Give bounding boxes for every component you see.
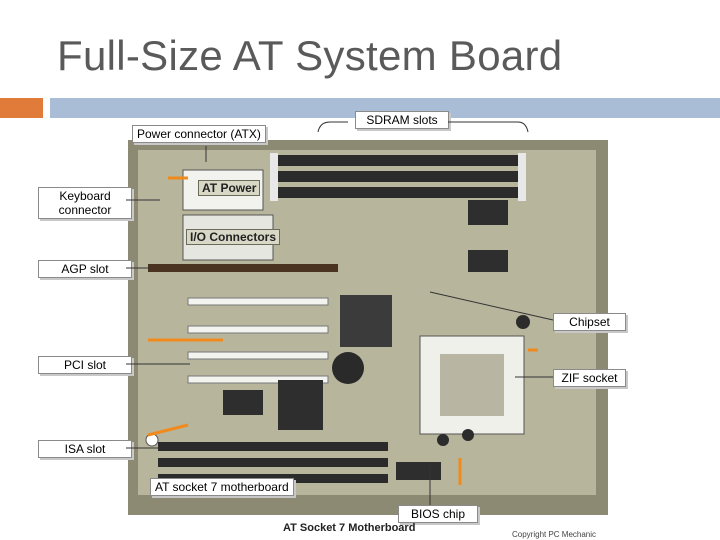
keyboard-connector-callout: Keyboard connector — [38, 187, 132, 219]
motherboard-photo: AT Power I/O Connectors — [128, 140, 608, 515]
sdram-slots-callout: SDRAM slots — [355, 111, 449, 129]
isa-slot-callout: ISA slot — [38, 440, 132, 458]
sdram-slot-graphics — [270, 153, 526, 201]
title-accent-bar-blue — [50, 98, 720, 118]
pci-slot-graphics — [187, 297, 329, 384]
pointer-arrows — [147, 176, 538, 485]
at-socket-7-motherboard-callout: AT socket 7 motherboard — [150, 478, 294, 496]
agp-slot-callout: AGP slot — [38, 260, 132, 278]
battery-graphic — [332, 352, 364, 384]
chipset-graphic — [340, 295, 392, 347]
pci-slot-callout: PCI slot — [38, 356, 132, 374]
power-connector-atx-callout: Power connector (ATX) — [132, 125, 266, 143]
io-connectors-board-label: I/O Connectors — [186, 229, 281, 245]
copyright-text: Copyright PC Mechanic — [512, 530, 597, 539]
zif-socket-callout: ZIF socket — [553, 369, 626, 387]
board-caption: AT Socket 7 Motherboard — [283, 522, 416, 534]
bios-chip-graphic — [396, 462, 441, 480]
chipset-callout: Chipset — [553, 313, 626, 331]
at-power-board-label: AT Power — [198, 180, 261, 196]
title-accent-bar-orange — [0, 98, 43, 118]
agp-slot-graphic — [148, 264, 338, 272]
isa-slot-graphics — [158, 442, 388, 483]
slide-title: Full-Size AT System Board — [57, 32, 563, 79]
bios-chip-callout: BIOS chip — [398, 505, 478, 523]
motherboard-components — [145, 153, 538, 485]
